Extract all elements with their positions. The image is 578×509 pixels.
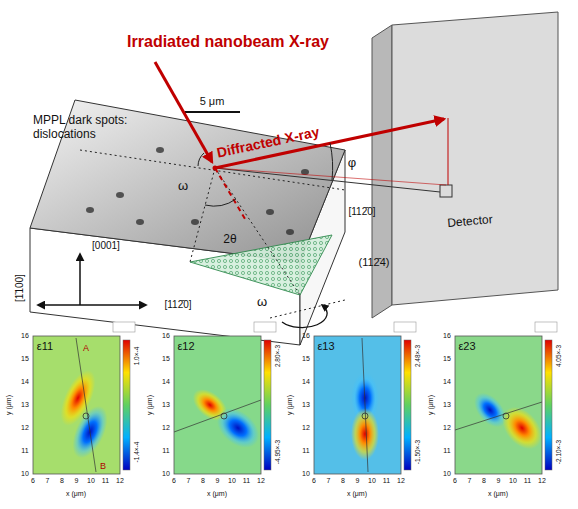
- tick-label: 16: [443, 332, 451, 340]
- tick-label: 13: [21, 401, 29, 409]
- axis-title: x (μm): [207, 490, 227, 498]
- tick-label: 16: [162, 332, 170, 340]
- colorbar-value: -1.50×-3: [414, 440, 421, 464]
- axis-title: x (μm): [347, 490, 367, 498]
- tick-label: 12: [21, 424, 29, 432]
- tick-label: 8: [201, 477, 205, 485]
- colorbar-value: 2.80×-3: [274, 345, 281, 367]
- direction-label: [112̄0]: [164, 299, 191, 311]
- panel-title: ε23: [458, 340, 475, 353]
- tick-label: 10: [21, 470, 29, 478]
- tick-label: 9: [497, 477, 501, 485]
- tick-label: 8: [60, 477, 64, 485]
- colorbar-value: 4.05×-3: [555, 345, 562, 367]
- tick-label: 9: [216, 477, 220, 485]
- tick-label: 10: [228, 477, 236, 485]
- tick-label: 11: [443, 447, 450, 455]
- tick-label: 10: [443, 470, 451, 478]
- tick-label: 15: [162, 355, 170, 363]
- tick-label: 7: [187, 477, 191, 485]
- tick-label: 6: [172, 477, 176, 485]
- colorbar-value: -2.10×-3: [555, 440, 562, 464]
- tick-label: 14: [443, 378, 451, 386]
- axis-title: x (μm): [488, 490, 508, 498]
- tick-label: 11: [383, 477, 390, 485]
- tick-label: 16: [302, 332, 310, 340]
- tick-label: 8: [341, 477, 345, 485]
- tick-label: 6: [453, 477, 457, 485]
- tick-label: 7: [327, 477, 331, 485]
- tick-label: 15: [21, 355, 29, 363]
- tick-label: 10: [87, 477, 95, 485]
- tick-label: 11: [21, 447, 28, 455]
- point-label: A: [83, 343, 89, 353]
- direction-label: [112̄0]: [348, 206, 375, 218]
- tick-label: 11: [102, 477, 109, 485]
- tick-label: 14: [162, 378, 170, 386]
- tick-label: 6: [31, 477, 35, 485]
- panel-title: ε13: [317, 340, 334, 353]
- tick-label: 13: [302, 401, 310, 409]
- tick-label: 11: [243, 477, 250, 485]
- panel-title: ε11: [37, 340, 53, 353]
- axis-title: y (μm): [427, 395, 435, 415]
- colorbar-value: -4.95×-3: [274, 440, 281, 464]
- beam-label: Diffracted X-ray: [215, 123, 320, 160]
- point-label: B: [100, 461, 106, 471]
- note-label: MPPL dark spots: dislocations: [33, 114, 145, 142]
- tick-label: 14: [21, 378, 29, 386]
- tick-label: 12: [538, 477, 546, 485]
- angle-label: 2θ: [223, 233, 236, 247]
- tick-label: 10: [368, 477, 376, 485]
- axis-title: y (μm): [5, 395, 13, 415]
- tick-label: 15: [443, 355, 451, 363]
- tick-label: 11: [302, 447, 309, 455]
- tick-label: 11: [162, 447, 169, 455]
- scale-label: 5 μm: [200, 95, 225, 108]
- tick-label: 9: [75, 477, 79, 485]
- tick-label: 16: [21, 332, 29, 340]
- colorbar-value: 1.0×-4: [133, 347, 140, 366]
- tick-label: 10: [509, 477, 517, 485]
- axis-title: x (μm): [66, 490, 86, 498]
- tick-label: 8: [482, 477, 486, 485]
- tick-label: 10: [302, 470, 310, 478]
- direction-label: [0001]: [92, 240, 120, 252]
- tick-label: 6: [312, 477, 316, 485]
- tick-label: 9: [356, 477, 360, 485]
- tick-label: 11: [524, 477, 531, 485]
- tick-label: 13: [443, 401, 451, 409]
- tick-label: 12: [116, 477, 124, 485]
- colorbar-value: 2.48×-3: [414, 345, 421, 367]
- detector-label: Detector: [447, 213, 493, 231]
- tick-label: 13: [162, 401, 170, 409]
- axis-title: y (μm): [146, 395, 154, 415]
- tick-label: 7: [468, 477, 472, 485]
- colorbar-value: -1.4×-4: [133, 442, 140, 463]
- angle-label: ω: [257, 295, 267, 310]
- tick-label: 15: [302, 355, 310, 363]
- axis-title: y (μm): [286, 395, 294, 415]
- tick-label: 10: [162, 470, 170, 478]
- beam-label: Irradiated nanobeam X-ray: [127, 33, 329, 51]
- tick-label: 12: [397, 477, 405, 485]
- tick-label: 7: [46, 477, 50, 485]
- plane-label: (112̄4): [359, 256, 390, 269]
- angle-label: φ: [348, 156, 356, 171]
- tick-label: 14: [302, 378, 310, 386]
- tick-label: 12: [302, 424, 310, 432]
- tick-label: 12: [257, 477, 265, 485]
- direction-label: [1̄100]: [14, 274, 26, 302]
- tick-label: 12: [162, 424, 170, 432]
- tick-label: 12: [443, 424, 451, 432]
- panel-title: ε12: [177, 340, 194, 353]
- angle-label: ω: [178, 179, 188, 194]
